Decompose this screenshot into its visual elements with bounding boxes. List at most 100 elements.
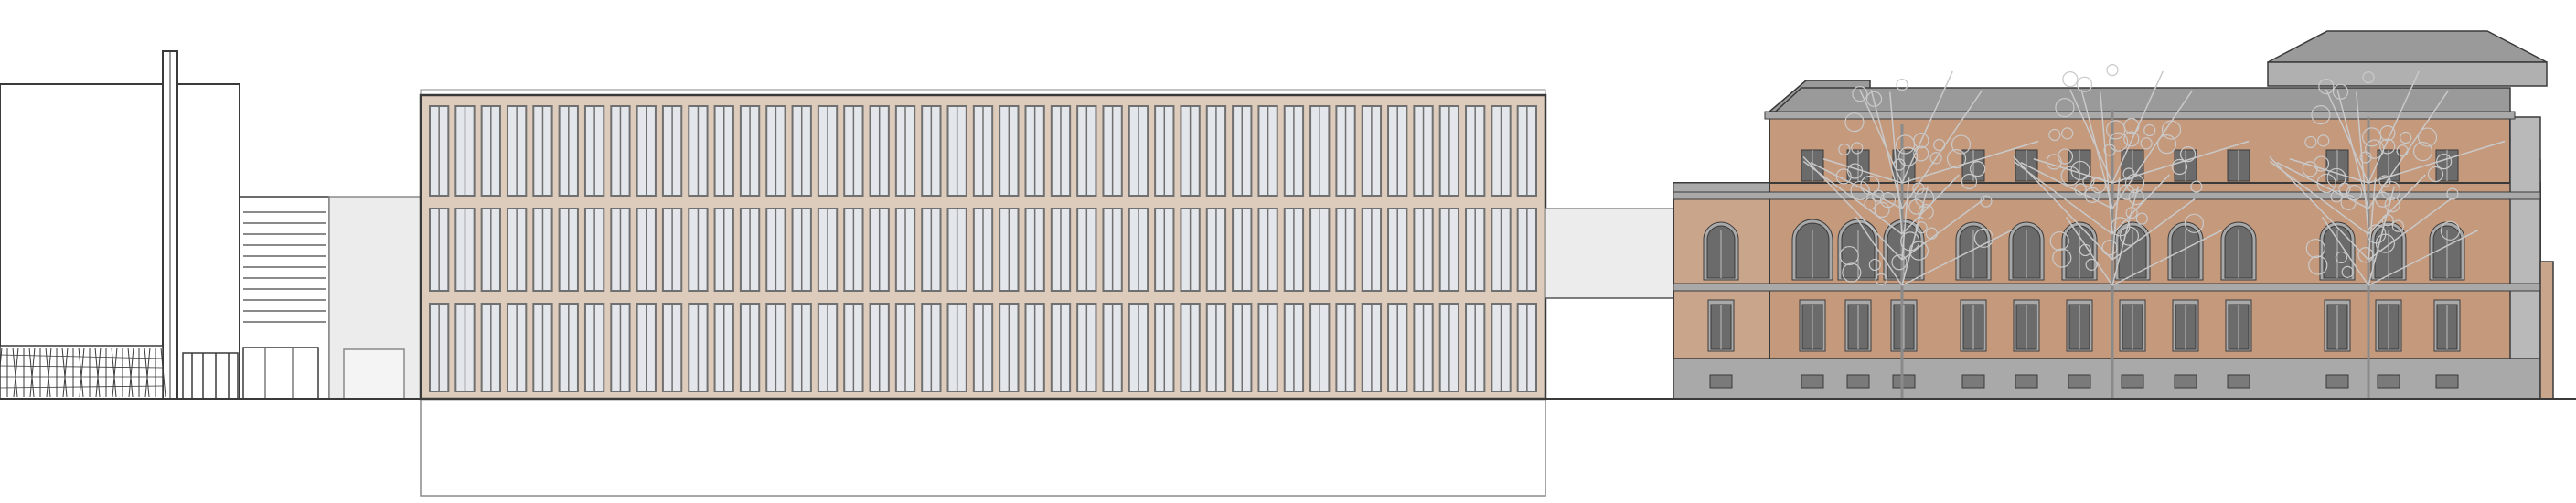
tree-leaf-cluster [1860, 175, 1880, 196]
tree-leaf-cluster [2379, 138, 2396, 155]
link-bridge [1545, 208, 1674, 299]
tree-leaf-cluster [2440, 220, 2461, 241]
link-door [343, 348, 405, 400]
tree-branch [2368, 198, 2452, 261]
lattice-bar [111, 347, 117, 398]
trees [1802, 63, 2506, 399]
basement-window [1961, 374, 1985, 389]
tree-leaf-cluster [2090, 177, 2107, 194]
tree-branch [1810, 162, 1903, 209]
tree-leaf-cluster [1874, 201, 1890, 219]
tree-leaf-cluster [2135, 212, 2148, 225]
tree-branch [2269, 155, 2369, 261]
tree-leaf-cluster [2184, 213, 2205, 233]
tree-branch [2356, 91, 2369, 235]
lattice-bar [112, 347, 118, 398]
tree-leaf-cluster [2079, 243, 2091, 257]
tree-leaf-cluster [2326, 167, 2346, 188]
tree-leaf-cluster [2049, 230, 2069, 252]
tree-leaf-cluster [1951, 134, 1972, 155]
tree-branch [2111, 70, 2164, 184]
lattice-bar [0, 347, 3, 373]
tree-leaf-cluster [1844, 112, 1865, 133]
tree-leaf-cluster [2171, 158, 2188, 176]
tree [1802, 70, 2039, 399]
tree-leaf-cluster [2128, 189, 2144, 206]
tree-leaf-cluster [1896, 78, 1908, 91]
tree-leaf-cluster [2427, 166, 2444, 183]
tree-leaf-cluster [2076, 76, 2093, 92]
tree-branch [2289, 158, 2369, 184]
tree-leaf-cluster [1898, 146, 1919, 166]
glass-link-right [1545, 208, 1674, 299]
tree-leaf-cluster [1838, 143, 1851, 156]
tree-branch [2080, 90, 2113, 209]
facade-bays [429, 105, 1538, 392]
lattice-bar [79, 347, 85, 398]
tree-branch [1802, 155, 1903, 261]
tree-leaf-cluster [2156, 134, 2177, 155]
tree-branch [2321, 217, 2369, 286]
tree-leaf-cluster [1913, 133, 1929, 149]
tree-leaf-cluster [2061, 127, 2074, 140]
tree-leaf-cluster [1835, 168, 1852, 185]
tree-leaf-cluster [2446, 187, 2459, 200]
basement-outline [420, 398, 1546, 497]
tree-leaf-cluster [1879, 192, 1897, 209]
tree-branch [1901, 186, 1929, 286]
tree-leaf-cluster [2124, 173, 2145, 194]
basement-window [2325, 374, 2349, 389]
tree-branch [1901, 177, 1910, 261]
tree-leaf-cluster [1973, 228, 1994, 248]
lattice-screen [0, 345, 166, 400]
tree-leaf-cluster [2317, 134, 2330, 147]
string-course-upper [1673, 191, 2541, 200]
tree-branch [2336, 90, 2369, 209]
tree-branch [2065, 217, 2113, 286]
basement-window [2068, 374, 2091, 389]
tree-leaf-cluster [2161, 120, 2182, 140]
tree-branch [1901, 70, 1953, 184]
tree-leaf-cluster [1913, 145, 1929, 162]
tree-leaf-cluster [2140, 137, 2153, 150]
lattice-bar [127, 347, 134, 398]
lattice-bar [13, 347, 19, 398]
glass-link-left [328, 196, 422, 400]
tree-leaf-cluster [2379, 125, 2396, 142]
left-entrance [182, 352, 239, 400]
tree-leaf-cluster [1851, 142, 1864, 155]
tree-leaf-cluster [2111, 217, 2131, 237]
tree-branch [2111, 230, 2223, 286]
tree-branch [2111, 186, 2139, 286]
tree-leaf-cluster [1865, 91, 1883, 107]
tree [2269, 70, 2506, 399]
tree-branch [2368, 230, 2479, 286]
tree-leaf-cluster [1891, 254, 1908, 271]
entrance-frame [182, 352, 239, 400]
tree-leaf-cluster [2179, 146, 2197, 163]
tree-leaf-cluster [2381, 214, 2394, 227]
tree-leaf-cluster [2332, 83, 2349, 100]
tree-leaf-cluster [2384, 197, 2400, 213]
tree-leaf-cluster [2109, 132, 2129, 152]
tree-leaf-cluster [2362, 70, 2375, 84]
right-end-pavilion [2509, 116, 2541, 400]
tree-leaf-cluster [1839, 245, 1859, 266]
tree-leaf-cluster [1918, 204, 1934, 220]
tree-branch [1889, 91, 1903, 235]
lattice-bar [160, 347, 166, 398]
tree-leaf-cluster [1914, 187, 1935, 209]
tree-leaf-cluster [1969, 161, 1986, 177]
tree-leaf-cluster [2048, 128, 2061, 142]
tree-leaf-cluster [2302, 161, 2318, 177]
tree-leaf-cluster [2119, 184, 2135, 200]
tree-leaf-cluster [2057, 148, 2074, 165]
tree-leaf-cluster [2412, 142, 2433, 162]
tree-branch [2111, 140, 2250, 184]
tree-branch [2100, 91, 2113, 235]
basement-window [2015, 374, 2038, 389]
tree-branch [2276, 162, 2369, 209]
tree-leaf-cluster [2101, 240, 2118, 256]
tree-leaf-cluster [1908, 198, 1925, 215]
